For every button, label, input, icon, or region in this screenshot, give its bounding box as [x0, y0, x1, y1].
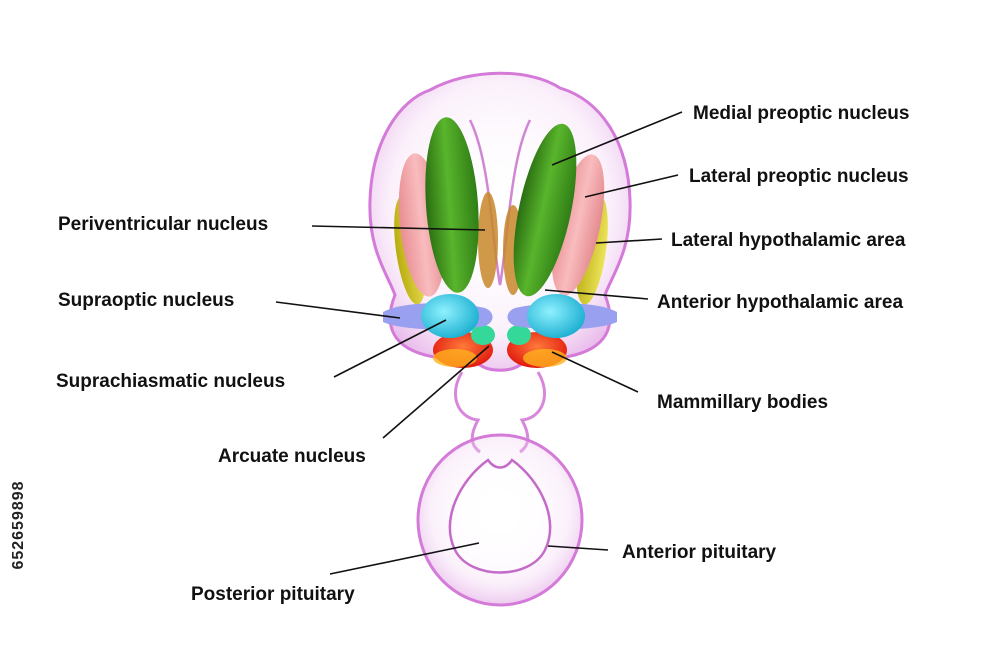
label-lateral-preoptic: Lateral preoptic nucleus [689, 166, 909, 187]
lateral-preoptic-nucleus-right [551, 154, 605, 296]
medial-preoptic-nucleus-left [425, 117, 479, 293]
suprachiasmatic-nucleus-left [421, 294, 479, 338]
label-lateral-hypothalamic: Lateral hypothalamic area [671, 230, 906, 251]
leader-arcuate [382, 345, 490, 439]
mammillary-glow-right [523, 349, 567, 367]
leader-supraoptic [275, 301, 401, 319]
label-periventricular: Periventricular nucleus [58, 214, 268, 235]
leader-anterior-hypothalamic [544, 289, 649, 300]
stock-id-text: 652659898 [10, 480, 27, 570]
stock-id-watermark: 652659898 [8, 425, 30, 625]
label-supraoptic: Supraoptic nucleus [58, 290, 234, 311]
arcuate-nucleus-right [507, 325, 531, 345]
label-mammillary: Mammillary bodies [657, 392, 828, 413]
leader-anterior-pituitary [547, 545, 609, 551]
leader-lateral-preoptic [584, 174, 679, 198]
label-anterior-pituitary: Anterior pituitary [622, 542, 777, 563]
label-posterior-pituitary: Posterior pituitary [191, 584, 355, 605]
leader-mammillary [551, 351, 639, 393]
label-suprachiasmatic: Suprachiasmatic nucleus [56, 371, 285, 392]
label-anterior-hypothalamic: Anterior hypothalamic area [657, 292, 903, 313]
leader-suprachiasmatic [333, 319, 447, 378]
leader-lines [275, 111, 683, 575]
leader-periventricular [311, 225, 486, 231]
periventricular-nucleus [478, 192, 498, 288]
label-arcuate: Arcuate nucleus [218, 446, 366, 467]
leader-posterior-pituitary [329, 542, 480, 575]
leader-lateral-hypothalamic [595, 238, 663, 244]
label-medial-preoptic: Medial preoptic nucleus [693, 103, 909, 124]
leader-medial-preoptic [551, 111, 683, 166]
medial-preoptic-nucleus-right [513, 123, 577, 297]
mammillary-glow-left [433, 349, 477, 367]
third-ventricle [468, 119, 532, 286]
suprachiasmatic-nucleus-right [527, 294, 585, 338]
arcuate-nucleus-left [471, 325, 495, 345]
